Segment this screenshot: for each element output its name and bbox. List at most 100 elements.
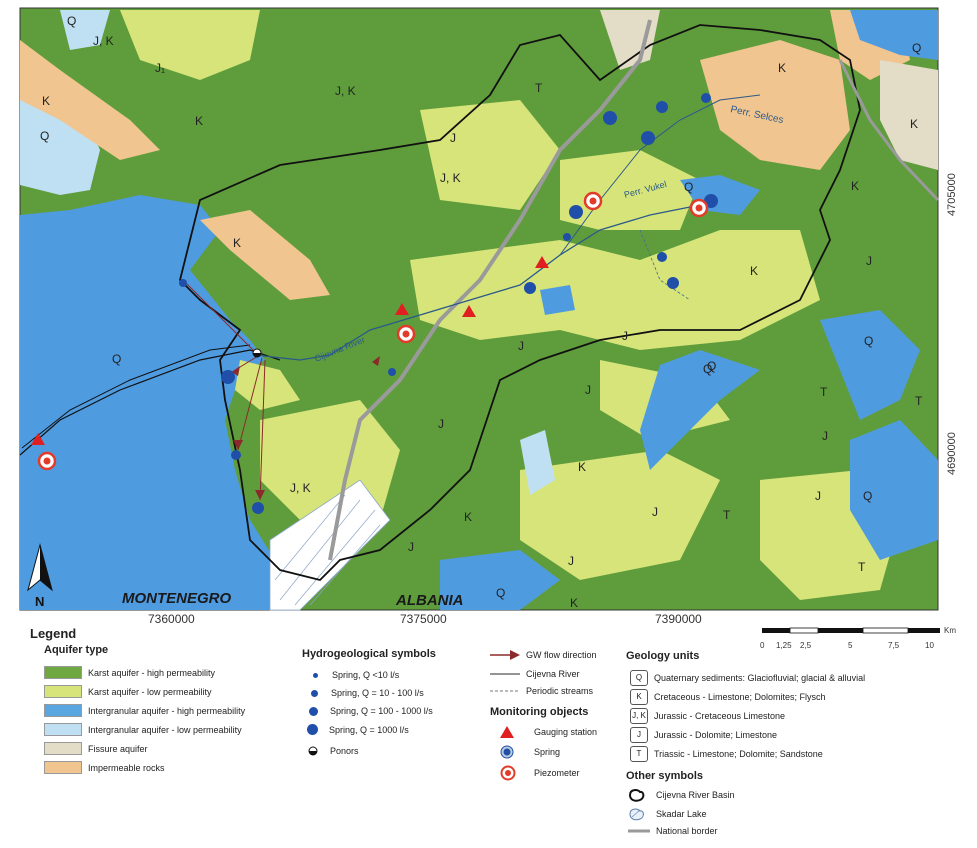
svg-text:Q: Q [40,129,49,143]
svg-text:K: K [778,61,786,75]
x-tick-1: 7360000 [148,612,195,626]
svg-text:Q: Q [864,334,873,348]
svg-text:K: K [42,94,50,108]
svg-text:J: J [652,505,658,519]
svg-text:J: J [518,339,524,353]
basin-outline [179,24,861,581]
spring-icon [500,745,514,759]
hydro-item-3: Spring, Q = 100 - 1000 l/s [308,706,433,716]
svg-text:J, K: J, K [93,34,114,48]
svg-text:J: J [866,254,872,268]
basin-outline-icon [628,789,645,802]
svg-text:J: J [815,489,821,503]
svg-text:Q: Q [703,362,712,376]
svg-text:Q: Q [112,352,121,366]
svg-text:K: K [195,114,203,128]
aquifer-swatch [44,685,82,698]
blue-top-left [60,10,110,50]
gw-flow-arrows [184,281,266,501]
scale-unit: Km [944,626,956,635]
geology-item: J, K Jurassic - Cretaceous Limestone [630,708,785,724]
geology-map: Perr. Selces Perr. Vukel Cijevna River Q… [19,7,940,611]
svg-text:J: J [822,429,828,443]
scale-label-5: 10 [925,641,934,650]
svg-text:Q: Q [67,14,76,28]
geology-code-badge: J, K [630,708,648,724]
aquifer-swatch [44,761,82,774]
svg-text:J, K: J, K [335,84,356,98]
monitoring-heading: Monitoring objects [490,706,589,718]
river-line-icon [490,673,520,675]
legend-title: Legend [30,626,77,641]
triangle-icon [500,726,514,738]
scale-label-4: 7,5 [888,641,900,650]
svg-text:J: J [438,417,444,431]
hydro-heading: Hydrogeological symbols [302,648,436,660]
hydro-item-4: Spring, Q = 1000 l/s [307,724,409,735]
geology-label: Triassic - Limestone; Dolomite; Sandston… [654,749,823,759]
gauging-stations [31,256,549,445]
svg-text:J: J [622,329,628,343]
legend: Legend Aquifer type Hydrogeological symb… [0,620,977,848]
piezometer-icon [500,765,516,781]
svg-text:K: K [910,117,918,131]
gw-flow-item: GW flow direction [490,650,597,660]
ponor-icon [308,746,318,756]
svg-text:J: J [450,131,456,145]
aquifer-swatch [44,666,82,679]
unit-labels: Q J, K J₁ J, K K Q K T K Q K J J, K Q K … [40,14,923,610]
svg-text:K: K [851,179,859,193]
svg-text:J, K: J, K [440,171,461,185]
svg-text:K: K [233,236,241,250]
scale-label-1: 1,25 [776,641,792,650]
national-border [328,19,652,561]
aquifer-label: Intergranular aquifer - high permeabilit… [88,705,246,716]
geology-heading: Geology units [626,650,700,662]
svg-text:J, K: J, K [290,481,311,495]
piezometers [37,191,709,471]
ponor [252,348,262,358]
aquifer-item: Intergranular aquifer - high permeabilit… [44,704,245,717]
river-item: Cijevna River [490,669,580,679]
x-tick-3: 7390000 [655,612,702,626]
aquifer-label: Karst aquifer - high permeability [88,667,216,678]
aquifer-swatch [44,723,82,736]
aquifer-label: Karst aquifer - low permeability [88,686,212,697]
aquifer-heading: Aquifer type [44,644,109,656]
y-tick-1: 4705000 [946,173,958,216]
x-tick-2: 7375000 [400,612,447,626]
scale-bar [762,625,962,644]
geology-label: Cretaceous - Limestone; Dolomites; Flysc… [654,692,826,702]
border-line-icon [628,829,650,833]
hydro-item-2: Spring, Q = 10 - 100 l/s [309,688,424,698]
periodic-line-icon [490,690,520,692]
scale-label-3: 5 [848,641,853,650]
lake-skadar [20,195,300,610]
north-arrow-icon: N [27,543,53,609]
aquifer-item: Fissure aquifer [44,742,148,755]
label-montenegro: MONTENEGRO [122,590,232,607]
hydro-item-1: Spring, Q <10 l/s [310,670,399,680]
svg-text:T: T [535,81,543,95]
svg-text:Q: Q [684,180,693,194]
cijevna-river [254,204,701,361]
aquifer-swatch [44,704,82,717]
scale-label-0: 0 [760,641,765,650]
lake-item: Skadar Lake [628,807,707,821]
y-tick-2: 4690000 [946,432,958,475]
svg-text:T: T [723,508,731,522]
svg-text:J: J [568,554,574,568]
svg-text:J: J [585,383,591,397]
svg-text:K: K [570,596,578,610]
periodic-item: Periodic streams [490,686,593,696]
geology-label: Jurassic - Cretaceous Limestone [654,711,786,721]
other-heading: Other symbols [626,770,704,782]
aquifer-item: Karst aquifer - low permeability [44,685,212,698]
svg-text:T: T [858,560,866,574]
svg-text:N: N [35,594,44,609]
basin-item: Cijevna River Basin [628,788,735,802]
